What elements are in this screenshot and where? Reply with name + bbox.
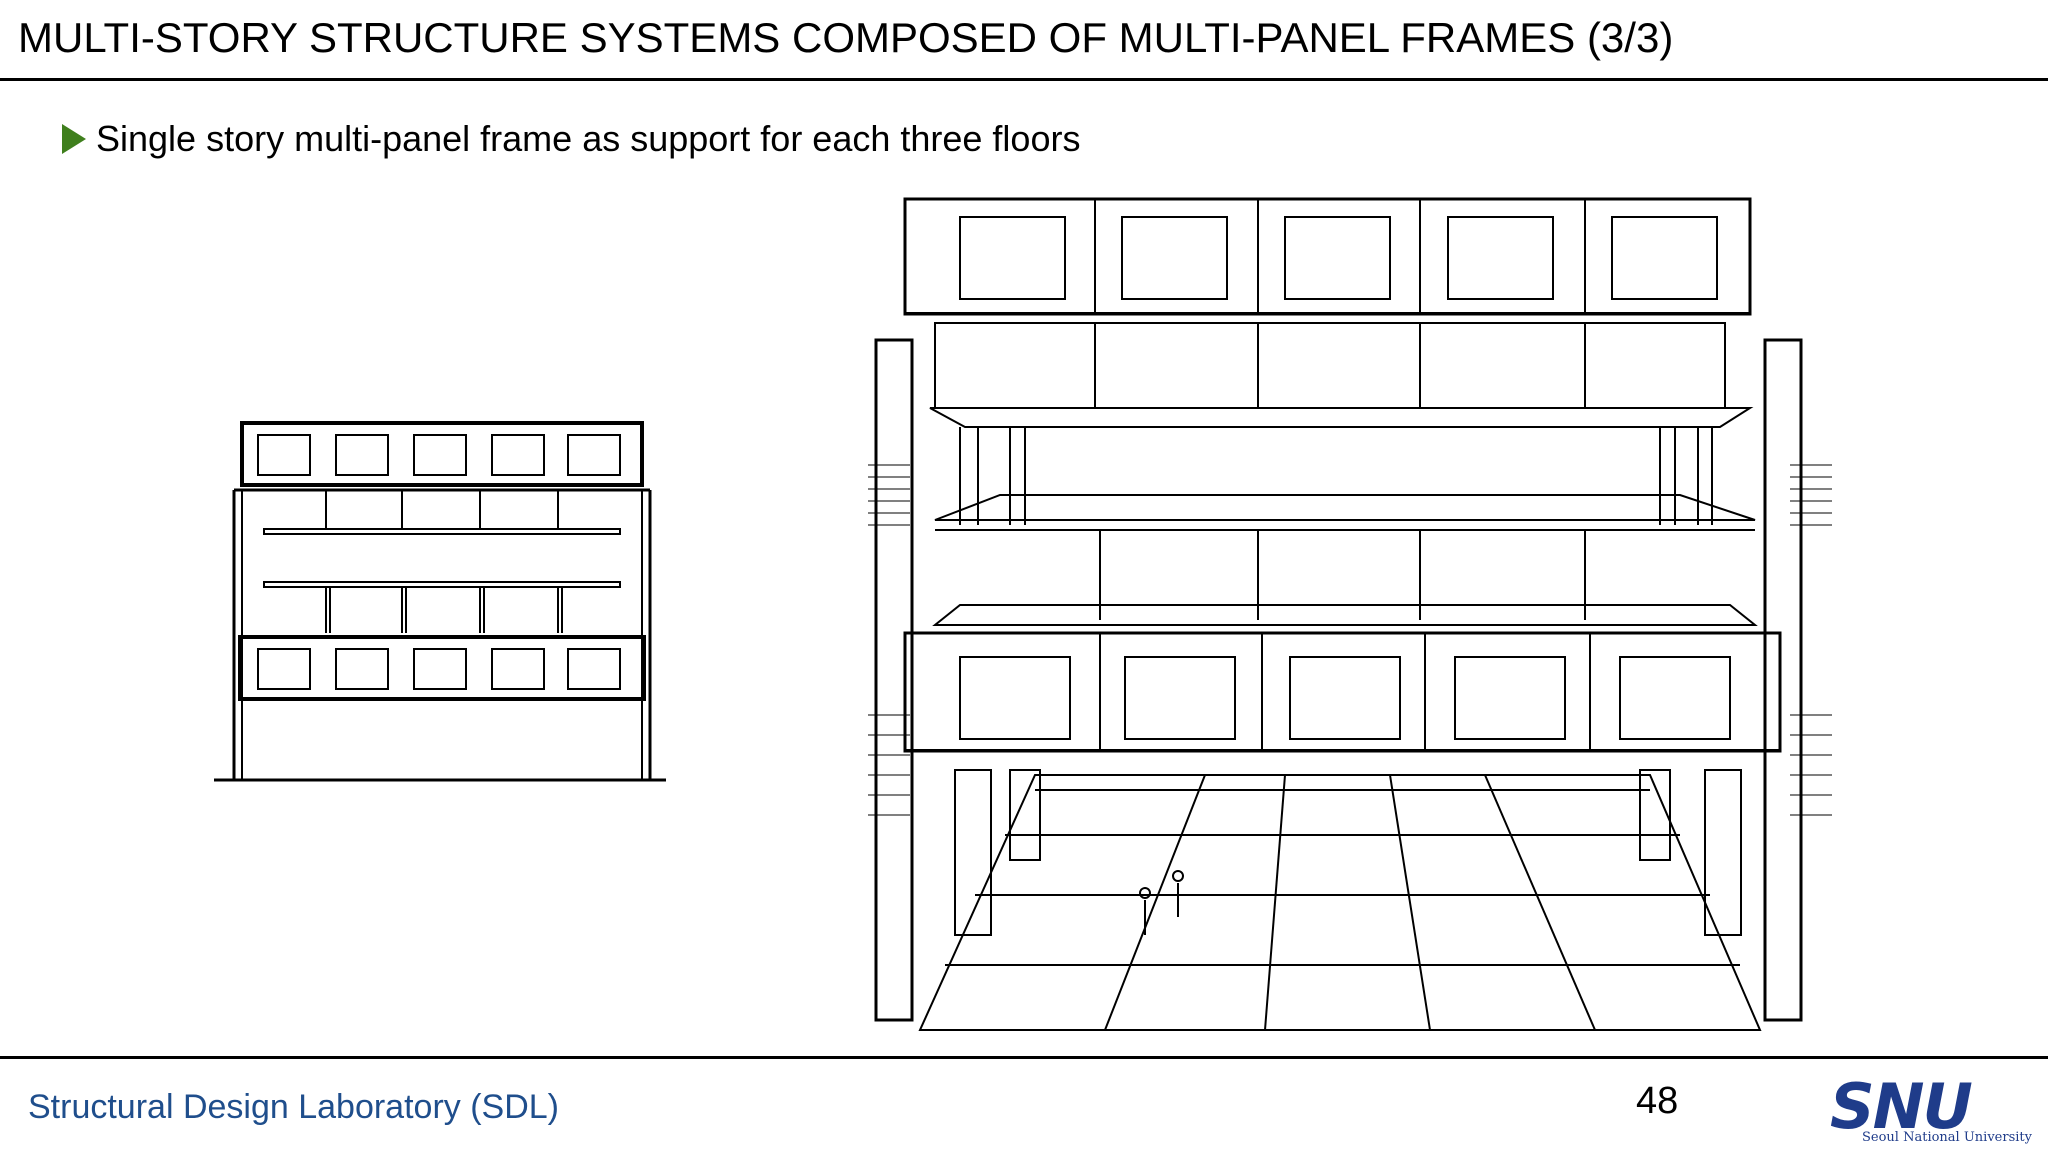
elevation-drawing (214, 421, 666, 782)
page-title: MULTI-STORY STRUCTURE SYSTEMS COMPOSED O… (18, 14, 1674, 61)
page-number: 48 (1636, 1080, 1679, 1122)
snu-logo: SNU Seoul National University (1826, 1070, 2032, 1148)
footer-lab-name: Structural Design Laboratory (SDL) (28, 1088, 560, 1126)
bullet-triangle-icon (62, 124, 86, 154)
logo-subtitle: Seoul National University (1862, 1130, 2032, 1145)
bullet-text: Single story multi-panel frame as suppor… (96, 118, 1081, 159)
perspective-drawing (868, 197, 1832, 1031)
logo-mark: SNU (1830, 1070, 1973, 1143)
bullet-item: Single story multi-panel frame as suppor… (62, 118, 1080, 160)
footer-divider (0, 1056, 2048, 1059)
title-divider (0, 78, 2048, 81)
